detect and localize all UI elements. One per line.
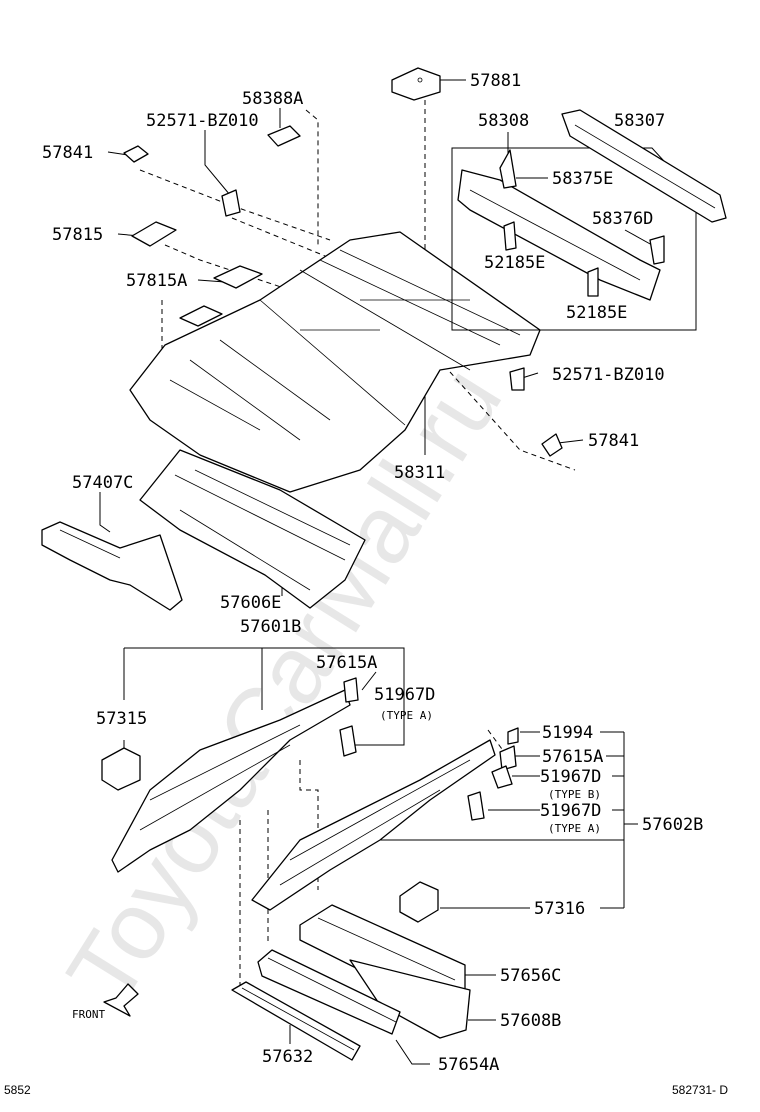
label-57602B: 57602B <box>642 815 703 835</box>
part-small-plate <box>179 305 223 327</box>
footer-left-code: 5852 <box>4 1083 31 1097</box>
label-52571-right: 52571-BZ010 <box>552 365 665 385</box>
label-57815A: 57815A <box>126 271 187 291</box>
part-57632 <box>231 981 361 1061</box>
label-57615A-right: 57615A <box>542 747 603 767</box>
label-57654A: 57654A <box>438 1055 499 1075</box>
label-57407C: 57407C <box>72 473 133 493</box>
front-arrow-icon <box>103 983 139 1017</box>
label-57606E: 57606E <box>220 593 281 613</box>
label-57315: 57315 <box>96 709 147 729</box>
part-57315 <box>101 747 141 791</box>
label-58311: 58311 <box>394 463 445 483</box>
label-51967D-top: 51967D <box>374 685 435 705</box>
label-57316: 57316 <box>534 899 585 919</box>
part-51967D-low <box>467 791 485 821</box>
part-52185E-1 <box>503 221 517 251</box>
part-labels: 57881 58388A 52571-BZ010 57841 58308 583… <box>4 71 728 1097</box>
label-51967D-mid: 51967D <box>540 767 601 787</box>
label-57601B: 57601B <box>240 617 301 637</box>
label-front: FRONT <box>72 1008 105 1021</box>
label-57841-top: 57841 <box>42 143 93 163</box>
label-57608B: 57608B <box>500 1011 561 1031</box>
part-57615A-top <box>343 677 359 703</box>
part-57602B <box>251 739 496 911</box>
part-58307 <box>561 109 727 223</box>
part-52571-bracket-right <box>509 367 525 391</box>
label-57615A-top: 57615A <box>316 653 377 673</box>
part-57841-top <box>123 145 149 163</box>
label-58375E: 58375E <box>552 169 613 189</box>
part-57654A <box>257 949 401 1035</box>
part-57615A-right <box>499 745 517 771</box>
part-58375E <box>499 149 517 189</box>
part-57815 <box>131 221 177 247</box>
part-58308 <box>457 169 661 301</box>
part-57881 <box>391 67 441 101</box>
label-58308: 58308 <box>478 111 529 131</box>
part-57815A <box>213 265 263 289</box>
label-type-b: (TYPE B) <box>548 788 601 801</box>
part-57407C <box>41 521 183 611</box>
label-58388A: 58388A <box>242 89 303 109</box>
label-52185E-2: 52185E <box>566 303 627 323</box>
label-52571-top: 52571-BZ010 <box>146 111 259 131</box>
label-57881: 57881 <box>470 71 521 91</box>
label-57632: 57632 <box>262 1047 313 1067</box>
part-52571-bracket-top <box>221 189 241 217</box>
part-51994 <box>507 727 519 745</box>
label-type-a-2: (TYPE A) <box>548 822 601 835</box>
label-51994: 51994 <box>542 723 593 743</box>
part-58311-floor-pan <box>129 231 541 493</box>
part-57316 <box>399 881 439 923</box>
label-58307: 58307 <box>614 111 665 131</box>
label-57841-right: 57841 <box>588 431 639 451</box>
part-57608B <box>349 959 471 1039</box>
footer-right-code: 582731- D <box>672 1083 728 1097</box>
label-57656C: 57656C <box>500 966 561 986</box>
part-52185E-2 <box>587 267 599 297</box>
part-57601B <box>111 689 351 873</box>
part-58388A <box>267 125 301 147</box>
label-52185E-1: 52185E <box>484 253 545 273</box>
label-57815: 57815 <box>52 225 103 245</box>
part-51967D-mid <box>491 765 513 789</box>
label-58376D: 58376D <box>592 209 653 229</box>
part-51967D-top <box>339 725 357 757</box>
part-57606E <box>139 449 366 609</box>
part-57841-right <box>541 433 563 457</box>
label-type-a-1: (TYPE A) <box>380 709 433 722</box>
label-51967D-low: 51967D <box>540 801 601 821</box>
part-58376D <box>649 235 665 265</box>
